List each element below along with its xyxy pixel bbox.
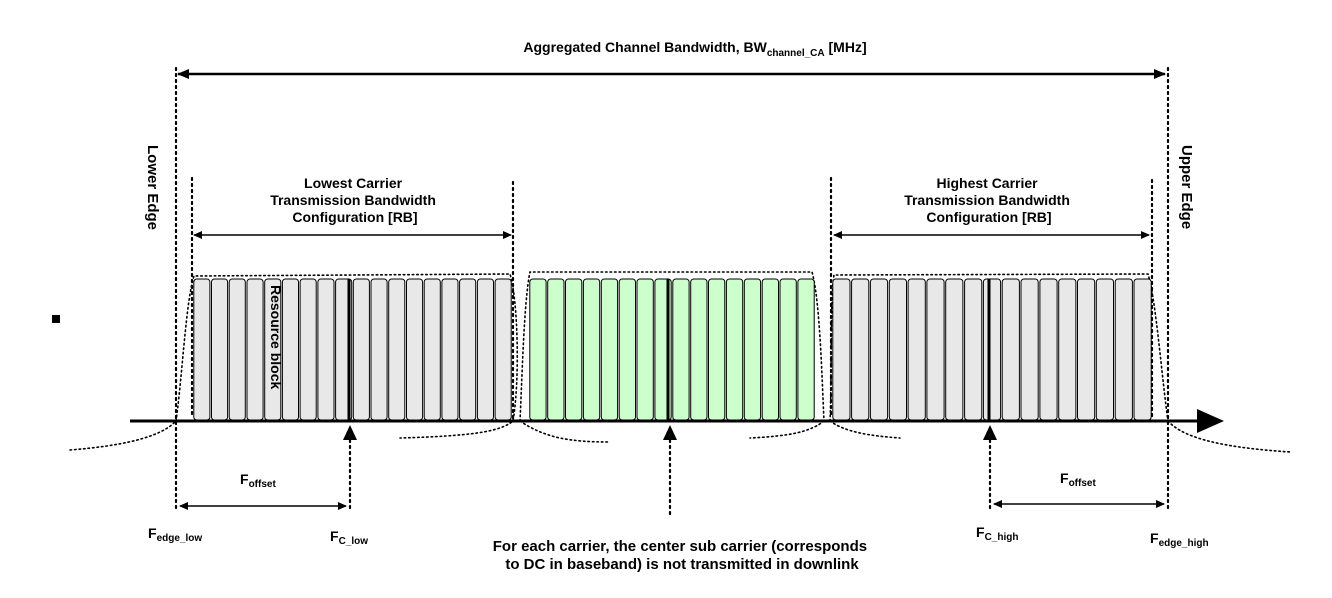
lowest-resource-block [317,278,335,421]
highest-carrier-resource-blocks [832,278,1152,421]
aggregated-bandwidth-title: Aggregated Channel Bandwidth, BWchannel_… [523,39,866,59]
middle-resource-block [779,278,797,421]
highest-resource-block [982,278,1002,421]
highest-resource-block [1133,278,1152,421]
middle-resource-block [565,278,583,421]
fc-low-arrowhead [343,425,357,440]
highest-resource-block [832,278,851,421]
highest-resource-block [1001,278,1020,421]
f-offset-right-label: Foffset [1060,470,1096,489]
fc-high-arrowhead [983,425,997,440]
middle-resource-block [761,278,780,421]
highest-resource-block [907,278,926,421]
highest-resource-block [888,278,907,421]
lowest-resource-block [459,278,477,421]
lowest-carrier-resource-blocks [193,278,512,421]
lowest-resource-block [228,278,246,421]
middle-envelope [519,271,825,422]
f-edge-low-label: Fedge_low [148,525,202,544]
highest-resource-block [926,278,945,421]
middle-left-tail [519,420,611,443]
upper-edge-label: Upper Edge [1178,145,1195,229]
middle-resource-block [618,278,637,421]
lowest-resource-block [352,278,370,421]
spectrum-envelopes [175,271,1169,443]
highest-left-tail [829,420,901,439]
middle-resource-block [725,278,744,421]
lowest-resource-block [406,278,424,421]
middle-carrier-resource-blocks [529,278,815,421]
lowest-resource-block [246,278,264,421]
highest-resource-block [1095,278,1115,421]
f-edge-high-label: Fedge_high [1150,530,1209,549]
highest-resource-block [964,278,983,421]
resource-block-label: Resource block [268,285,284,389]
highest-resource-block [869,278,889,421]
lowest-resource-block [423,278,441,421]
highest-resource-block [945,278,964,421]
f-c-high-label: FC_high [976,524,1018,543]
lowest-resource-block [370,278,388,421]
highest-resource-block [1020,278,1039,421]
lowest-resource-block [494,278,512,421]
highest-resource-block [1039,278,1058,421]
middle-resource-block [743,278,762,421]
highest-resource-block [1114,278,1133,421]
lower-edge-label: Lower Edge [144,145,161,230]
lowest-envelope [175,273,519,439]
middle-resource-block [547,278,565,421]
square-marker [52,315,60,323]
middle-resource-block [690,278,708,421]
lowest-resource-block [476,278,494,421]
middle-right-tail [749,420,825,439]
highest-envelope [829,273,1169,422]
dc-subcarrier-note: For each carrier, the center sub carrier… [493,538,872,573]
highest-resource-block [1058,278,1077,421]
highest-resource-block [851,278,870,421]
middle-resource-block [529,278,547,421]
left-rolloff-curve [69,420,177,451]
middle-resource-block [600,278,619,421]
middle-resource-block [708,278,726,421]
f-c-low-label: FC_low [330,528,368,547]
fc-mid-arrowhead [663,425,677,440]
lowest-resource-block [211,278,229,421]
middle-resource-block [582,278,601,421]
lowest-carrier-title: Lowest Carrier Transmission Bandwidth Co… [270,175,440,225]
middle-resource-block [636,278,654,421]
lowest-resource-block [299,278,317,421]
right-rolloff-curve [1167,420,1291,453]
lowest-resource-block [388,278,406,421]
highest-carrier-title: Highest Carrier Transmission Bandwidth C… [904,175,1074,225]
f-offset-left-label: Foffset [240,471,276,490]
lowest-resource-block [441,278,459,421]
middle-resource-block [672,278,690,421]
lowest-resource-block [193,278,211,421]
highest-resource-block [1077,278,1096,421]
middle-resource-block [797,278,815,421]
frequency-axis-arrowhead [1197,409,1224,433]
